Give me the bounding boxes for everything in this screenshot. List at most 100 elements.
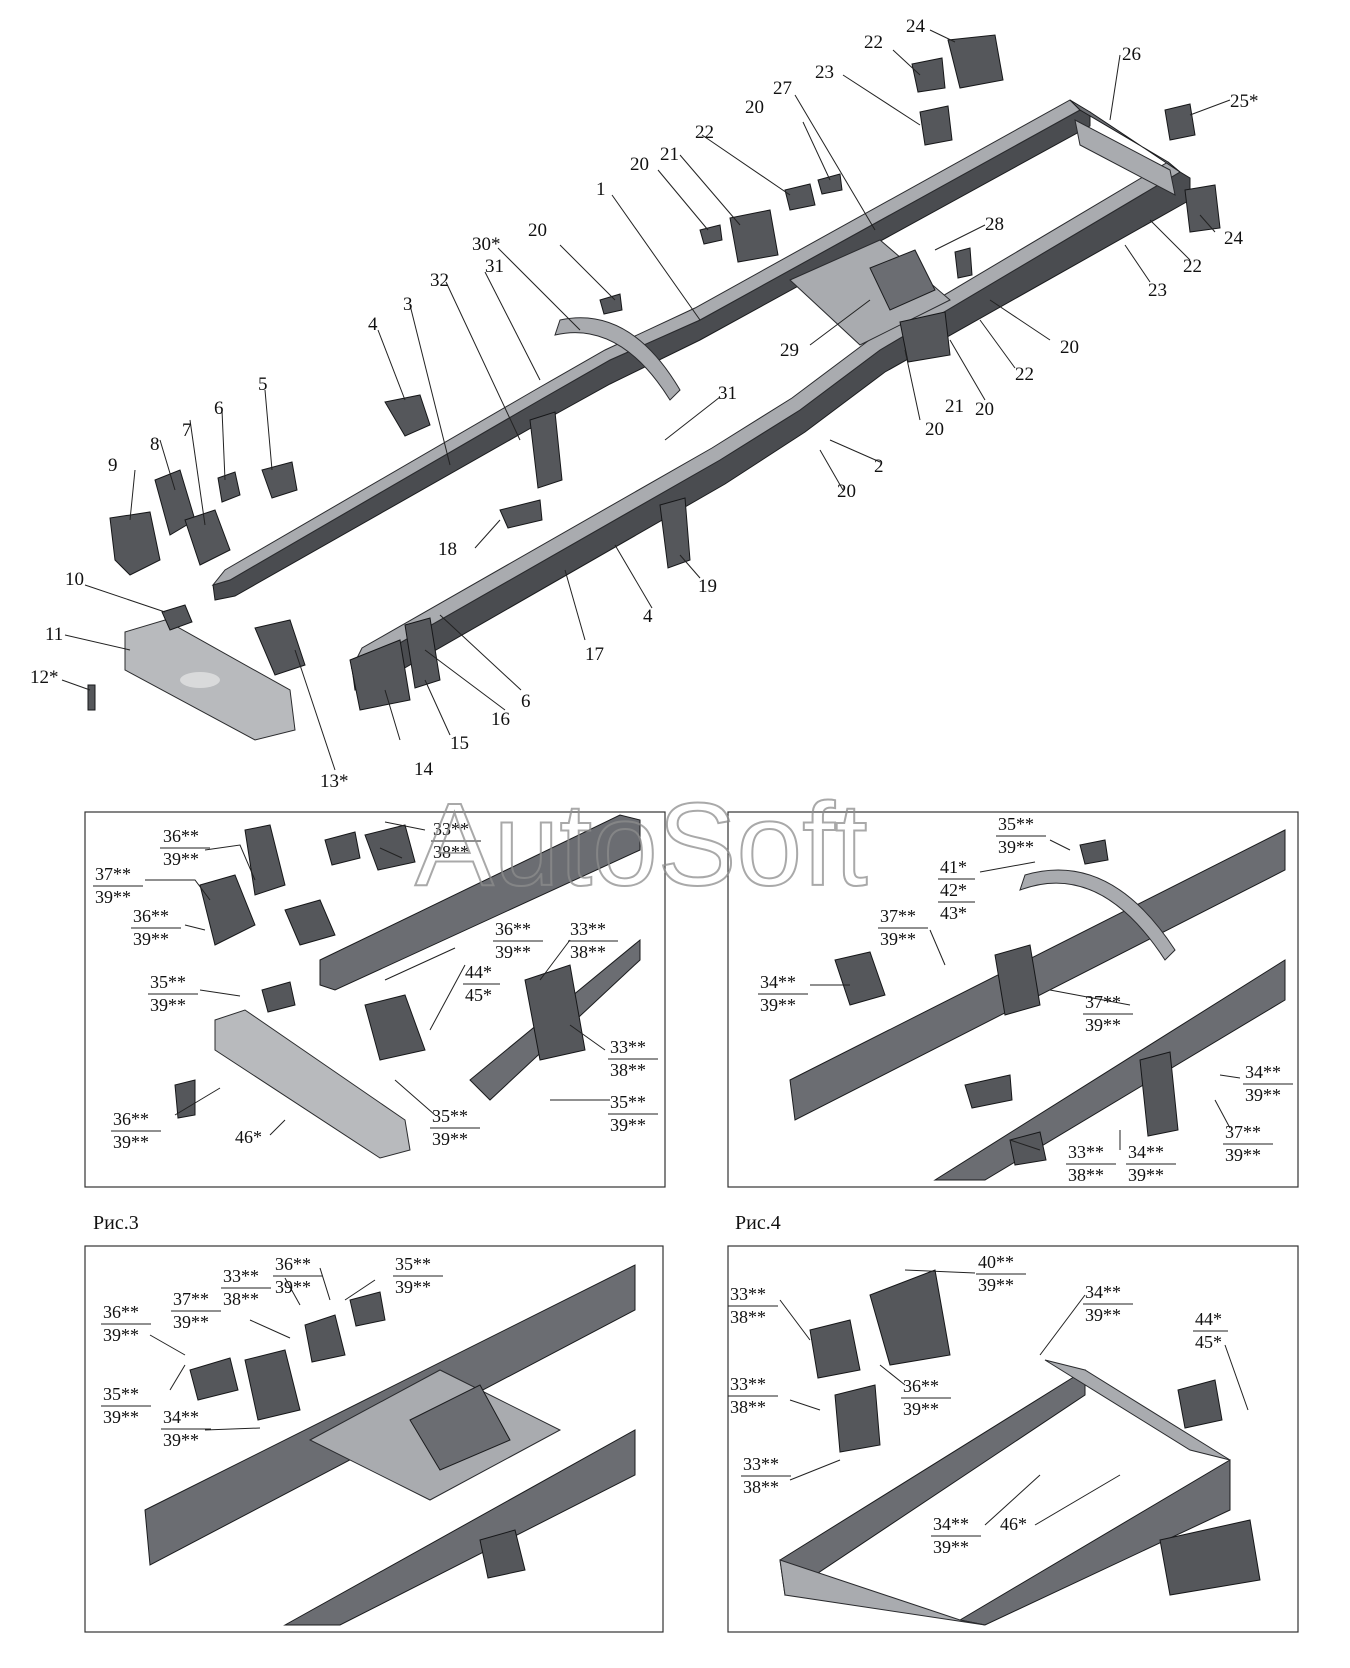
- part-label: 1: [596, 179, 606, 200]
- bracket-23: [919, 105, 953, 146]
- part-label: 34**: [1128, 1142, 1164, 1162]
- part-label: 20: [745, 97, 764, 118]
- part-label: 38**: [730, 1397, 766, 1417]
- part-label: 6: [521, 691, 531, 712]
- part-label: 24: [906, 16, 926, 37]
- part-label: 20: [975, 399, 994, 420]
- part-label: 37**: [95, 864, 131, 884]
- part-label: 21: [945, 396, 964, 417]
- bracket-20c: [817, 173, 843, 195]
- bracket-15: [404, 617, 441, 689]
- part-label: 33**: [730, 1284, 766, 1304]
- detail-panel-1: 36** 39** 37** 39** 36** 39** 33** 38** …: [84, 811, 666, 1188]
- part-label: 44*: [1195, 1309, 1222, 1329]
- part-label: 36**: [163, 826, 199, 846]
- bracket-10: [161, 604, 193, 631]
- part-label: 41*: [940, 857, 967, 877]
- part-label: 35**: [998, 814, 1034, 834]
- rear-cross-member: [1069, 99, 1181, 173]
- part-label: 27: [773, 78, 792, 99]
- part-label: 35**: [432, 1106, 468, 1126]
- part-label: 20: [837, 481, 856, 502]
- part-label: 39**: [933, 1537, 969, 1557]
- panel-4-labels: 40** 39** 33** 38** 34** 39** 44* 45* 33…: [728, 1252, 1228, 1557]
- bracket-18: [499, 499, 543, 529]
- part-label: 18: [438, 539, 457, 560]
- detail-panel-4: 40** 39** 33** 38** 34** 39** 44* 45* 33…: [727, 1245, 1299, 1633]
- part-label: 39**: [95, 887, 131, 907]
- part-label: 33**: [730, 1374, 766, 1394]
- part-label: 16: [491, 709, 510, 730]
- part-label: 9: [108, 455, 118, 476]
- part-label: 37**: [173, 1289, 209, 1309]
- part-label: 39**: [103, 1407, 139, 1427]
- part-label: 35**: [610, 1092, 646, 1112]
- part-label: 36**: [495, 919, 531, 939]
- part-label: 6: [214, 398, 224, 419]
- figure-3-caption: Рис.3: [93, 1212, 139, 1234]
- part-label: 2: [874, 456, 884, 477]
- part-label: 38**: [610, 1060, 646, 1080]
- bracket-9: [109, 511, 161, 576]
- part-label: 31: [718, 383, 737, 404]
- part-label: 35**: [395, 1254, 431, 1274]
- tow-hook-24: [947, 34, 1004, 89]
- part-label: 38**: [730, 1307, 766, 1327]
- part-label: 39**: [880, 929, 916, 949]
- part-label: 7: [182, 420, 192, 441]
- part-label: 44*: [465, 962, 492, 982]
- part-label: 33**: [223, 1266, 259, 1286]
- part-label: 39**: [978, 1275, 1014, 1295]
- part-label: 37**: [1085, 992, 1121, 1012]
- part-label: 39**: [1128, 1165, 1164, 1185]
- part-label: 39**: [495, 942, 531, 962]
- bracket-21b: [899, 311, 951, 363]
- front-cross-member-arc: [554, 317, 681, 401]
- bracket-13: [254, 619, 306, 676]
- part-label: 15: [450, 733, 469, 754]
- spring-bracket-19: [659, 497, 691, 569]
- part-label: 21: [660, 144, 679, 165]
- part-label: 38**: [1068, 1165, 1104, 1185]
- part-label: 36**: [103, 1302, 139, 1322]
- part-label: 31: [485, 256, 504, 277]
- part-label: 39**: [998, 837, 1034, 857]
- spring-bracket-32: [529, 411, 563, 489]
- main-exploded-view: 1 2 3 4 4 5 6 6 7 8 9 10 11 12* 13* 14 1…: [30, 16, 1259, 792]
- bracket-20b: [699, 224, 723, 245]
- bracket-5: [261, 461, 298, 499]
- part-label: 40**: [978, 1252, 1014, 1272]
- part-label: 33**: [570, 919, 606, 939]
- part-label: 17: [585, 644, 604, 665]
- bracket-6: [217, 471, 241, 503]
- part-label: 39**: [432, 1129, 468, 1149]
- panel-3-labels: 33** 38** 36** 39** 35** 39** 36** 39** …: [101, 1254, 443, 1450]
- part-label: 34**: [1085, 1282, 1121, 1302]
- part-label: 12*: [30, 667, 59, 688]
- part-label: 45*: [1195, 1332, 1222, 1352]
- part-label: 33**: [743, 1454, 779, 1474]
- part-label: 20: [925, 419, 944, 440]
- detail-panel-3: 33** 38** 36** 39** 35** 39** 36** 39** …: [84, 1245, 664, 1633]
- part-label: 36**: [133, 906, 169, 926]
- part-label: 39**: [760, 995, 796, 1015]
- part-label: 43*: [940, 903, 967, 923]
- part-label: 39**: [103, 1325, 139, 1345]
- part-label: 39**: [163, 1430, 199, 1450]
- bracket-20a: [599, 293, 623, 315]
- figure-4-caption: Рис.4: [735, 1212, 781, 1234]
- part-label: 42*: [940, 880, 967, 900]
- part-label: 35**: [150, 972, 186, 992]
- part-label: 39**: [173, 1312, 209, 1332]
- bracket-22a: [784, 183, 816, 211]
- part-label: 25*: [1230, 91, 1259, 112]
- part-label: 22: [1183, 256, 1202, 277]
- part-label: 38**: [570, 942, 606, 962]
- part-label: 23: [815, 62, 834, 83]
- part-label: 33**: [610, 1037, 646, 1057]
- part-label: 13*: [320, 771, 349, 792]
- part-label: 3: [403, 294, 413, 315]
- cross-member-tube: [869, 249, 936, 311]
- part-label: 39**: [610, 1115, 646, 1135]
- main-leader-lines: [61, 29, 1231, 771]
